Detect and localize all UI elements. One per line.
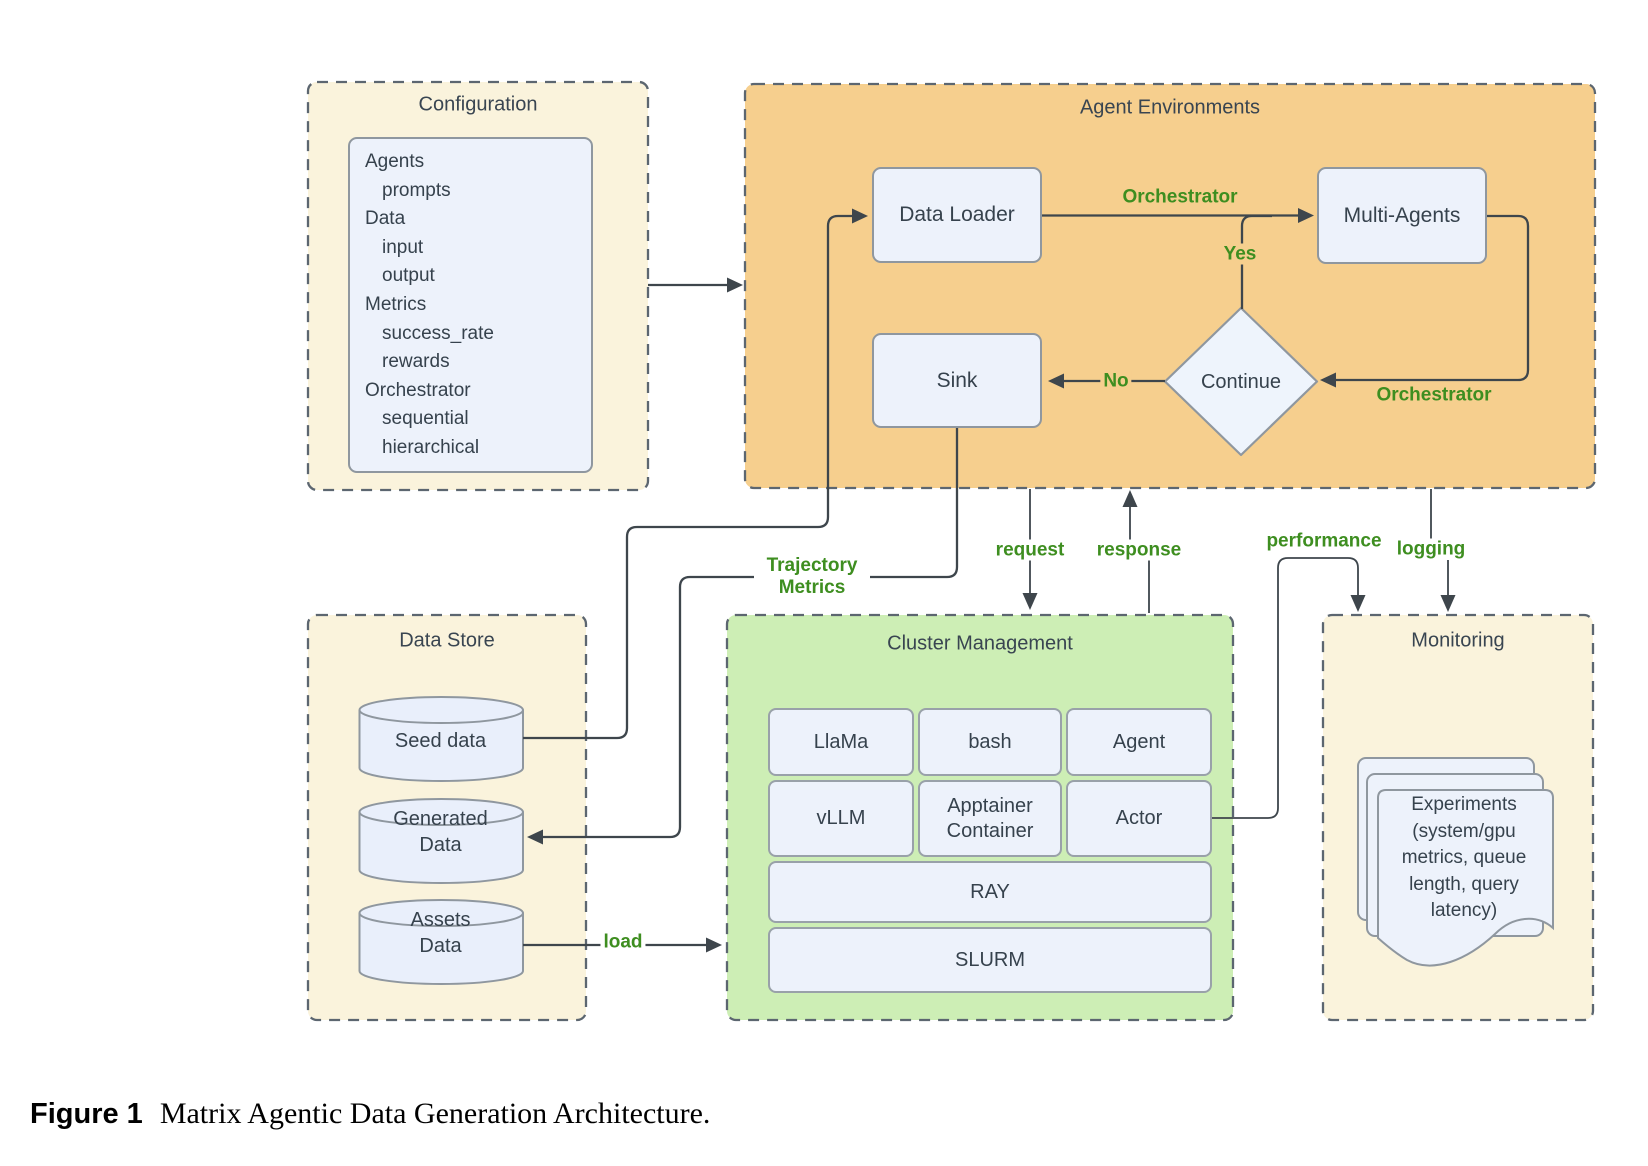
config-item: Orchestrator — [365, 379, 471, 401]
config-item: Data — [365, 208, 406, 230]
generated-data-cylinder — [358, 798, 524, 884]
config-item: prompts — [382, 179, 451, 201]
generated-data-label: Generated Data — [393, 808, 488, 856]
data-store-title: Data Store — [399, 629, 495, 652]
assets-data-cylinder — [358, 899, 524, 985]
edge-label-logging: logging — [1393, 538, 1469, 560]
experiments-document — [1357, 757, 1554, 967]
edge-continue-yes — [1240, 214, 1272, 309]
edge-sink-to-generated — [543, 428, 959, 839]
seed-data-label: Seed data — [394, 730, 487, 752]
continue-decision-label: Continue — [1200, 370, 1282, 393]
cluster-cell-vllm: vLLM — [768, 780, 914, 857]
config-item: output — [382, 265, 435, 287]
edge-label-trajectory-metrics: Trajectory Metrics — [754, 555, 870, 599]
cluster-cell-agent: Agent — [1066, 708, 1212, 776]
edge-label-performance: performance — [1263, 530, 1385, 552]
cluster-cell-ray: RAY — [768, 861, 1212, 923]
config-item: Agents — [365, 151, 425, 172]
assets-data-label: Assets Data — [410, 909, 471, 957]
continue-diamond — [1163, 306, 1319, 457]
seed-data-cylinder — [358, 696, 524, 782]
edge-label-no: No — [1100, 370, 1132, 392]
edge-response — [1129, 507, 1150, 613]
edge-multiagents-to-continue — [1336, 214, 1530, 382]
sink-node: Sink — [872, 333, 1042, 428]
multi-agents-node: Multi-Agents — [1317, 167, 1487, 264]
cluster-cell-bash: bash — [918, 708, 1062, 776]
cluster-management-title: Cluster Management — [887, 632, 1073, 655]
config-item: rewards — [382, 351, 450, 373]
config-item: success_rate — [382, 322, 494, 344]
agent-environments-container — [743, 82, 1597, 490]
cluster-cell-apptainer: Apptainer Container — [918, 780, 1062, 857]
config-item: sequential — [382, 408, 469, 430]
figure-number: Figure 1 — [30, 1098, 143, 1130]
edge-label-request: request — [992, 539, 1068, 561]
edge-logging — [1430, 489, 1449, 595]
config-item: Metrics — [365, 293, 427, 315]
agent-environments-title: Agent Environments — [1079, 96, 1261, 119]
experiments-document-label: Experiments (system/gpu metrics, queue l… — [1401, 794, 1527, 921]
edge-performance — [1212, 557, 1359, 819]
edge-label-yes: Yes — [1220, 243, 1260, 265]
configuration-title: Configuration — [418, 93, 538, 116]
data-loader-node: Data Loader — [872, 167, 1042, 263]
edge-label-response: response — [1093, 539, 1185, 561]
config-item: hierarchical — [382, 436, 480, 458]
edge-label-load: load — [600, 931, 646, 953]
config-item: input — [382, 236, 424, 258]
cluster-cell-actor: Actor — [1066, 780, 1212, 857]
configuration-settings-box: Agents prompts Data input output Metrics… — [348, 137, 593, 473]
edge-label-orchestrator-top: Orchestrator — [1122, 186, 1238, 208]
monitoring-title: Monitoring — [1411, 629, 1505, 652]
figure-caption-text: Matrix Agentic Data Generation Architect… — [159, 1097, 711, 1130]
edge-label-orchestrator-loop: Orchestrator — [1376, 384, 1492, 406]
figure-caption: Figure 1 Matrix Agentic Data Generation … — [30, 1097, 710, 1131]
cluster-cell-slurm: SLURM — [768, 927, 1212, 993]
edge-seed-to-dataloader — [523, 214, 852, 740]
cluster-cell-llama: LlaMa — [768, 708, 914, 776]
